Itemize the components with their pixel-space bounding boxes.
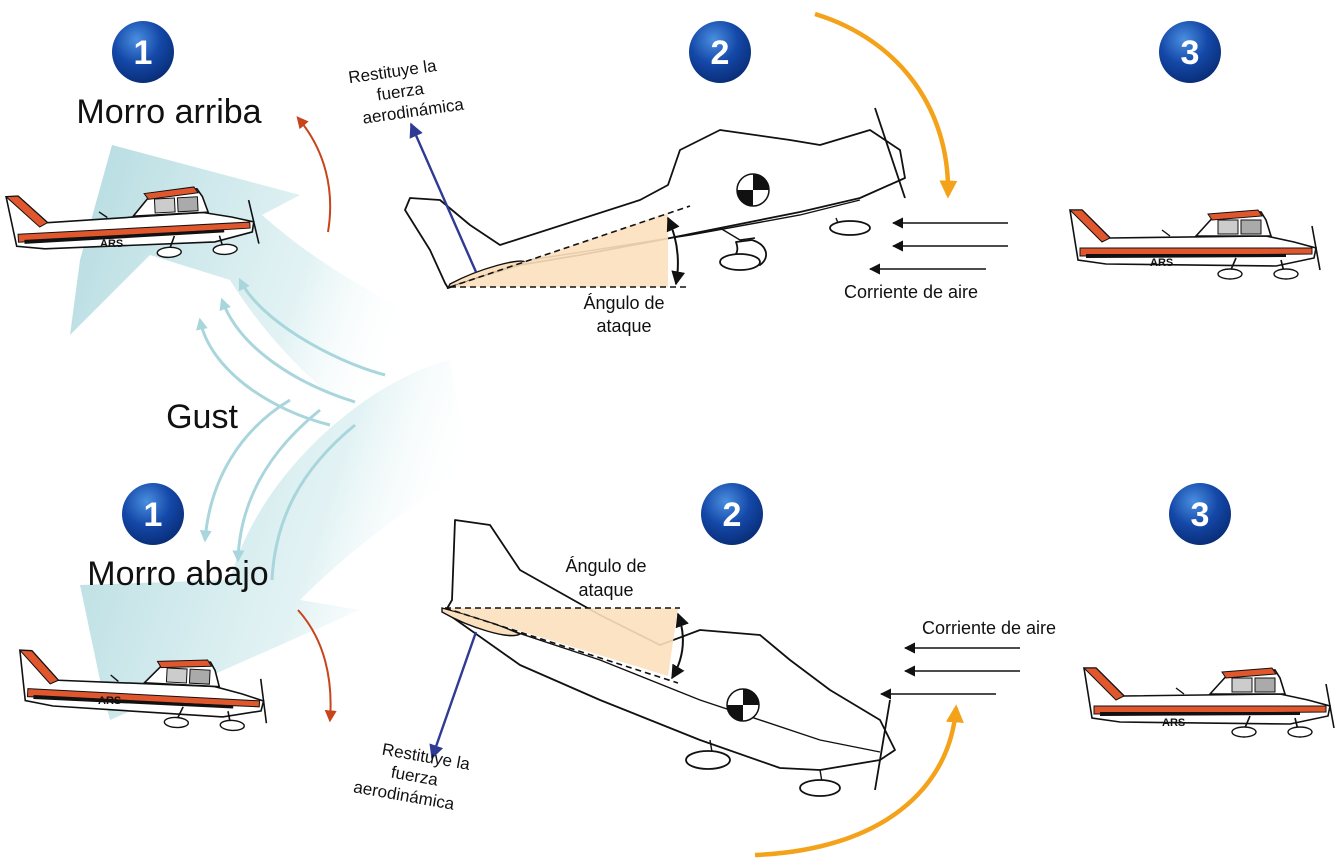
- cg-symbol-icon: [736, 173, 770, 207]
- airflow-arrows-top: [868, 217, 1008, 275]
- step-badge-bottom-1: 1: [122, 483, 184, 545]
- angle-of-attack-label-bottom: Ángulo de: [565, 556, 646, 576]
- step-badge-bottom-3: 3: [1169, 483, 1231, 545]
- pitch-down-arrow: [297, 609, 337, 723]
- registration-mark: ARS: [98, 695, 121, 707]
- airflow-label-top: Corriente de aire: [844, 282, 978, 302]
- badge-label: 1: [144, 496, 163, 534]
- step-badge-top-1: 1: [112, 21, 174, 83]
- registration-mark: ARS: [1162, 717, 1185, 729]
- badge-label: 2: [723, 496, 742, 534]
- cessna-airplane-icon: [1083, 667, 1335, 738]
- angle-of-attack-label-top: Ángulo de: [583, 293, 664, 313]
- restoring-force-label-bottom: Restituye la fuerza aerodinámica: [352, 740, 472, 814]
- pitch-up-arrow: [296, 116, 332, 233]
- airflow-arrows-bottom: [879, 642, 1020, 700]
- restoring-force-arrow-top: [409, 122, 478, 273]
- angle-of-attack-wedge-bottom: [445, 608, 678, 676]
- angle-of-attack-label-top: ataque: [596, 316, 651, 336]
- rotation-arrow-bottom: [754, 704, 964, 858]
- rotation-arrow-top: [814, 11, 958, 199]
- cessna-airplane-icon: [1069, 209, 1321, 280]
- registration-mark: ARS: [1150, 257, 1173, 269]
- badge-label: 3: [1181, 34, 1200, 72]
- badge-label: 2: [711, 34, 730, 72]
- step-badge-bottom-2: 2: [701, 483, 763, 545]
- gust-label: Gust: [166, 398, 238, 436]
- cg-symbol-icon: [726, 688, 760, 722]
- badge-label: 1: [134, 34, 153, 72]
- restoring-force-label-top: Restituye la fuerza aerodinámica: [347, 56, 465, 128]
- nose-down-label: Morro abajo: [87, 555, 268, 593]
- step-badge-top-2: 2: [689, 21, 751, 83]
- angle-of-attack-label-bottom: ataque: [578, 580, 633, 600]
- badge-label: 3: [1191, 496, 1210, 534]
- airflow-label-bottom: Corriente de aire: [922, 618, 1056, 638]
- step-badge-top-3: 3: [1159, 21, 1221, 83]
- registration-mark: ARS: [100, 238, 123, 250]
- nose-up-label: Morro arriba: [76, 93, 261, 131]
- restoring-force-arrow-bottom: [429, 631, 478, 760]
